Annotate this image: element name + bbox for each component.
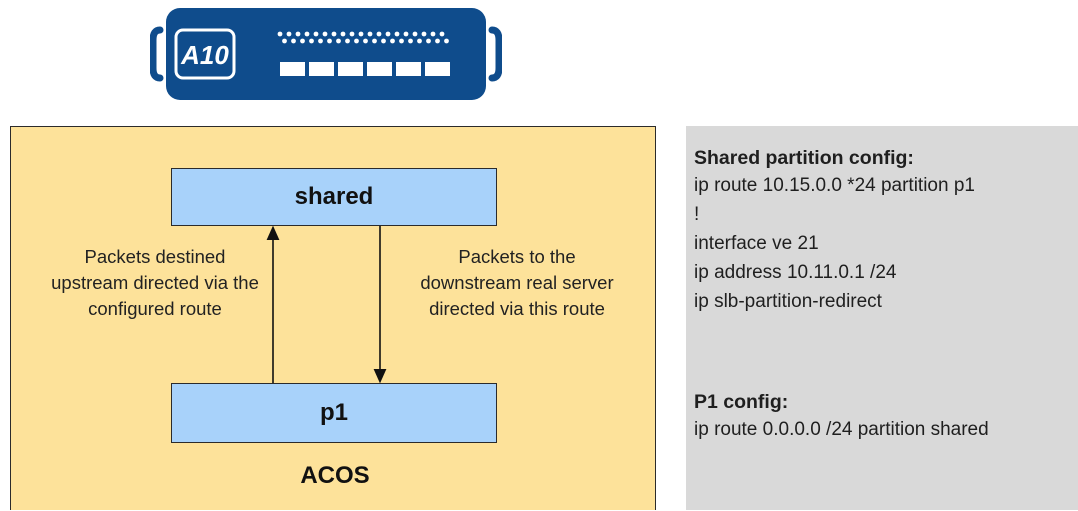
shared-config-line: ip slb-partition-redirect [694, 291, 882, 312]
upstream-arrow-label: Packets destined upstream directed via t… [51, 246, 259, 319]
vent-hole [385, 31, 391, 37]
vent-hole [318, 38, 323, 44]
vent-hole [345, 38, 350, 44]
shared-partition-box: shared [171, 168, 497, 226]
shared-config-title: Shared partition config: [694, 147, 914, 169]
acos-label: ACOS [300, 462, 370, 489]
vent-hole [340, 31, 346, 37]
flow-arrows [266, 225, 387, 384]
device-chassis [166, 8, 486, 100]
a10-logo-text: A10 [180, 40, 229, 70]
device-ports [280, 62, 450, 76]
vent-hole [291, 38, 296, 44]
vent-hole [430, 31, 436, 37]
vent-hole [390, 38, 395, 44]
vent-hole [435, 38, 440, 44]
vent-hole [354, 38, 359, 44]
vent-hole [300, 38, 305, 44]
device-port [396, 62, 421, 76]
vent-hole [286, 31, 292, 37]
vent-hole [394, 31, 400, 37]
vent-hole [331, 31, 337, 37]
vent-hole [376, 31, 382, 37]
vent-hole [412, 31, 418, 37]
vent-hole [358, 31, 364, 37]
p1-config-line: ip route 0.0.0.0 /24 partition shared [694, 419, 989, 440]
vent-hole [408, 38, 413, 44]
p1-partition-box: p1 [171, 383, 497, 443]
vent-hole [417, 38, 422, 44]
vent-hole [403, 31, 409, 37]
right-bracket [488, 26, 502, 82]
device-port [280, 62, 305, 76]
vent-hole [282, 38, 287, 44]
p1-partition-label: p1 [319, 399, 348, 426]
vent-hole [439, 31, 445, 37]
vent-hole [399, 38, 404, 44]
shared-partition-label: shared [294, 183, 374, 210]
device-port [367, 62, 392, 76]
vent-holes [277, 31, 449, 44]
device-port [338, 62, 363, 76]
vent-hole [372, 38, 377, 44]
vent-hole [349, 31, 355, 37]
vent-hole [381, 38, 386, 44]
vent-hole [304, 31, 310, 37]
vent-hole [295, 31, 301, 37]
shared-config-line: ip route 10.15.0.0 *24 partition p1 [694, 175, 975, 196]
vent-hole [309, 38, 314, 44]
vent-hole [363, 38, 368, 44]
downstream-arrow-label: Packets to the downstream real server di… [420, 246, 614, 319]
shared-config-line: interface ve 21 [694, 233, 819, 254]
vent-hole [327, 38, 332, 44]
acos-container: shared Packets destined upstream directe… [10, 126, 656, 510]
vent-hole [322, 31, 328, 37]
config-panel: Shared partition config: ip route 10.15.… [686, 126, 1078, 510]
vent-hole [277, 31, 283, 37]
vent-hole [444, 38, 449, 44]
device-port [425, 62, 450, 76]
shared-config-line: ! [694, 204, 700, 225]
vent-hole [367, 31, 373, 37]
left-bracket [150, 26, 164, 82]
device-port [309, 62, 334, 76]
vent-hole [336, 38, 341, 44]
vent-hole [426, 38, 431, 44]
shared-config-line: ip address 10.11.0.1 /24 [694, 262, 897, 283]
p1-config-title: P1 config: [694, 391, 789, 413]
vent-hole [313, 31, 319, 37]
vent-hole [421, 31, 427, 37]
a10-device-logo: A10 [150, 8, 502, 100]
